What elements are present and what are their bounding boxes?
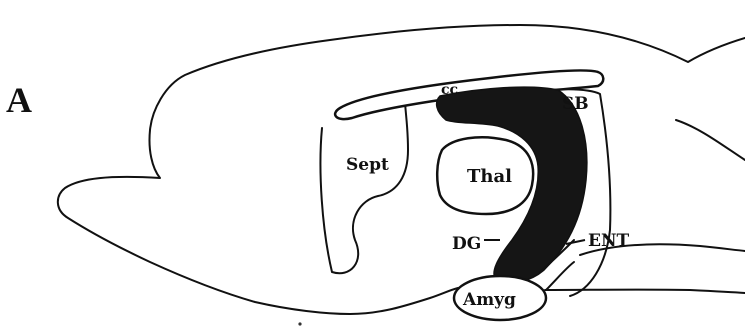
panel-label: A [6,80,32,120]
label-amyg: Amyg [462,290,516,310]
brain-outline-lower [545,290,745,293]
brain-outline [58,25,745,314]
ent-pointer [566,240,585,244]
label-dg: DG [452,234,481,254]
amygdala-connector [546,262,574,290]
cerebellum-fold [676,120,745,160]
label-sept: Sept [346,155,389,175]
label-sb: SB [562,94,589,114]
label-thal: Thal [467,166,512,187]
label-ent: ENT [588,231,629,251]
dot-mark [298,322,301,325]
label-cc: cc [441,82,458,98]
